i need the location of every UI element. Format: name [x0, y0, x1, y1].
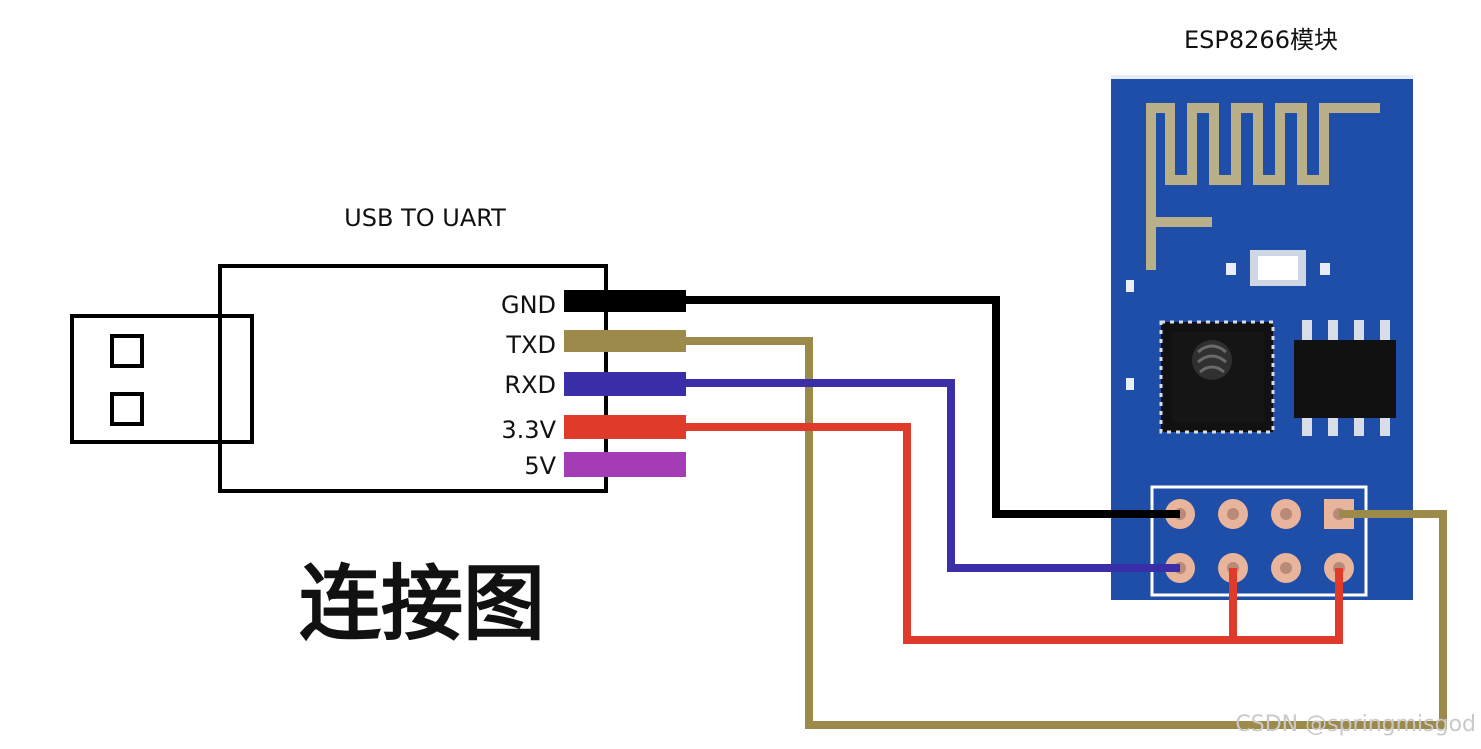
esp-smd-a	[1226, 263, 1236, 275]
usb-plug-slot-bottom	[110, 392, 144, 426]
flash-pin-b1	[1302, 418, 1312, 436]
usb-pin-rxd	[564, 372, 686, 396]
wire-gnd	[686, 296, 1180, 518]
pin-label-5v: 5V	[524, 452, 556, 480]
pin-label-gnd: GND	[501, 291, 556, 319]
diagram-caption: 连接图	[299, 557, 545, 652]
usb-plug-outline	[70, 314, 254, 444]
wire-rxd	[686, 379, 1180, 572]
flash-pin-b4	[1380, 418, 1390, 436]
flash-pin-t2	[1328, 320, 1338, 340]
esp-smd-d	[1126, 378, 1134, 390]
esp-antenna-trace	[1146, 103, 1380, 270]
esp-smd-b	[1320, 263, 1330, 275]
esp-smd-c	[1126, 280, 1134, 292]
esp-board-top-edge	[1111, 75, 1413, 79]
esp-title: ESP8266模块	[1184, 26, 1338, 54]
esp-pad-hole	[1280, 562, 1292, 574]
usb-pin-5v	[564, 452, 686, 477]
usb-pin-3v3	[564, 415, 686, 439]
flash-pin-t3	[1354, 320, 1364, 340]
pin-label-3v3: 3.3V	[501, 416, 556, 444]
flash-pin-t4	[1380, 320, 1390, 340]
wire-3v3	[686, 423, 1343, 644]
usb-uart-title: USB TO UART	[344, 204, 506, 232]
usb-plug-slot-top	[110, 334, 144, 368]
esp-header-outline	[1150, 485, 1368, 597]
esp-flash-chip	[1294, 340, 1396, 418]
usb-pin-gnd	[564, 290, 686, 312]
flash-pin-b2	[1328, 418, 1338, 436]
flash-pin-t1	[1302, 320, 1312, 340]
esp-logo-waves	[1197, 344, 1227, 374]
esp8266-module	[1111, 75, 1413, 600]
esp-pad-hole	[1227, 508, 1239, 520]
pin-label-txd: TXD	[505, 331, 556, 359]
esp-pad-hole	[1280, 508, 1292, 520]
usb-pin-txd	[564, 330, 686, 352]
esp-led-lens	[1258, 256, 1298, 280]
flash-pin-b3	[1354, 418, 1364, 436]
wires	[686, 296, 1447, 729]
pin-label-rxd: RXD	[504, 371, 556, 399]
wire-txd	[686, 337, 1447, 729]
usb-plug	[70, 314, 254, 444]
watermark: CSDN @springmisgod	[1235, 712, 1476, 737]
